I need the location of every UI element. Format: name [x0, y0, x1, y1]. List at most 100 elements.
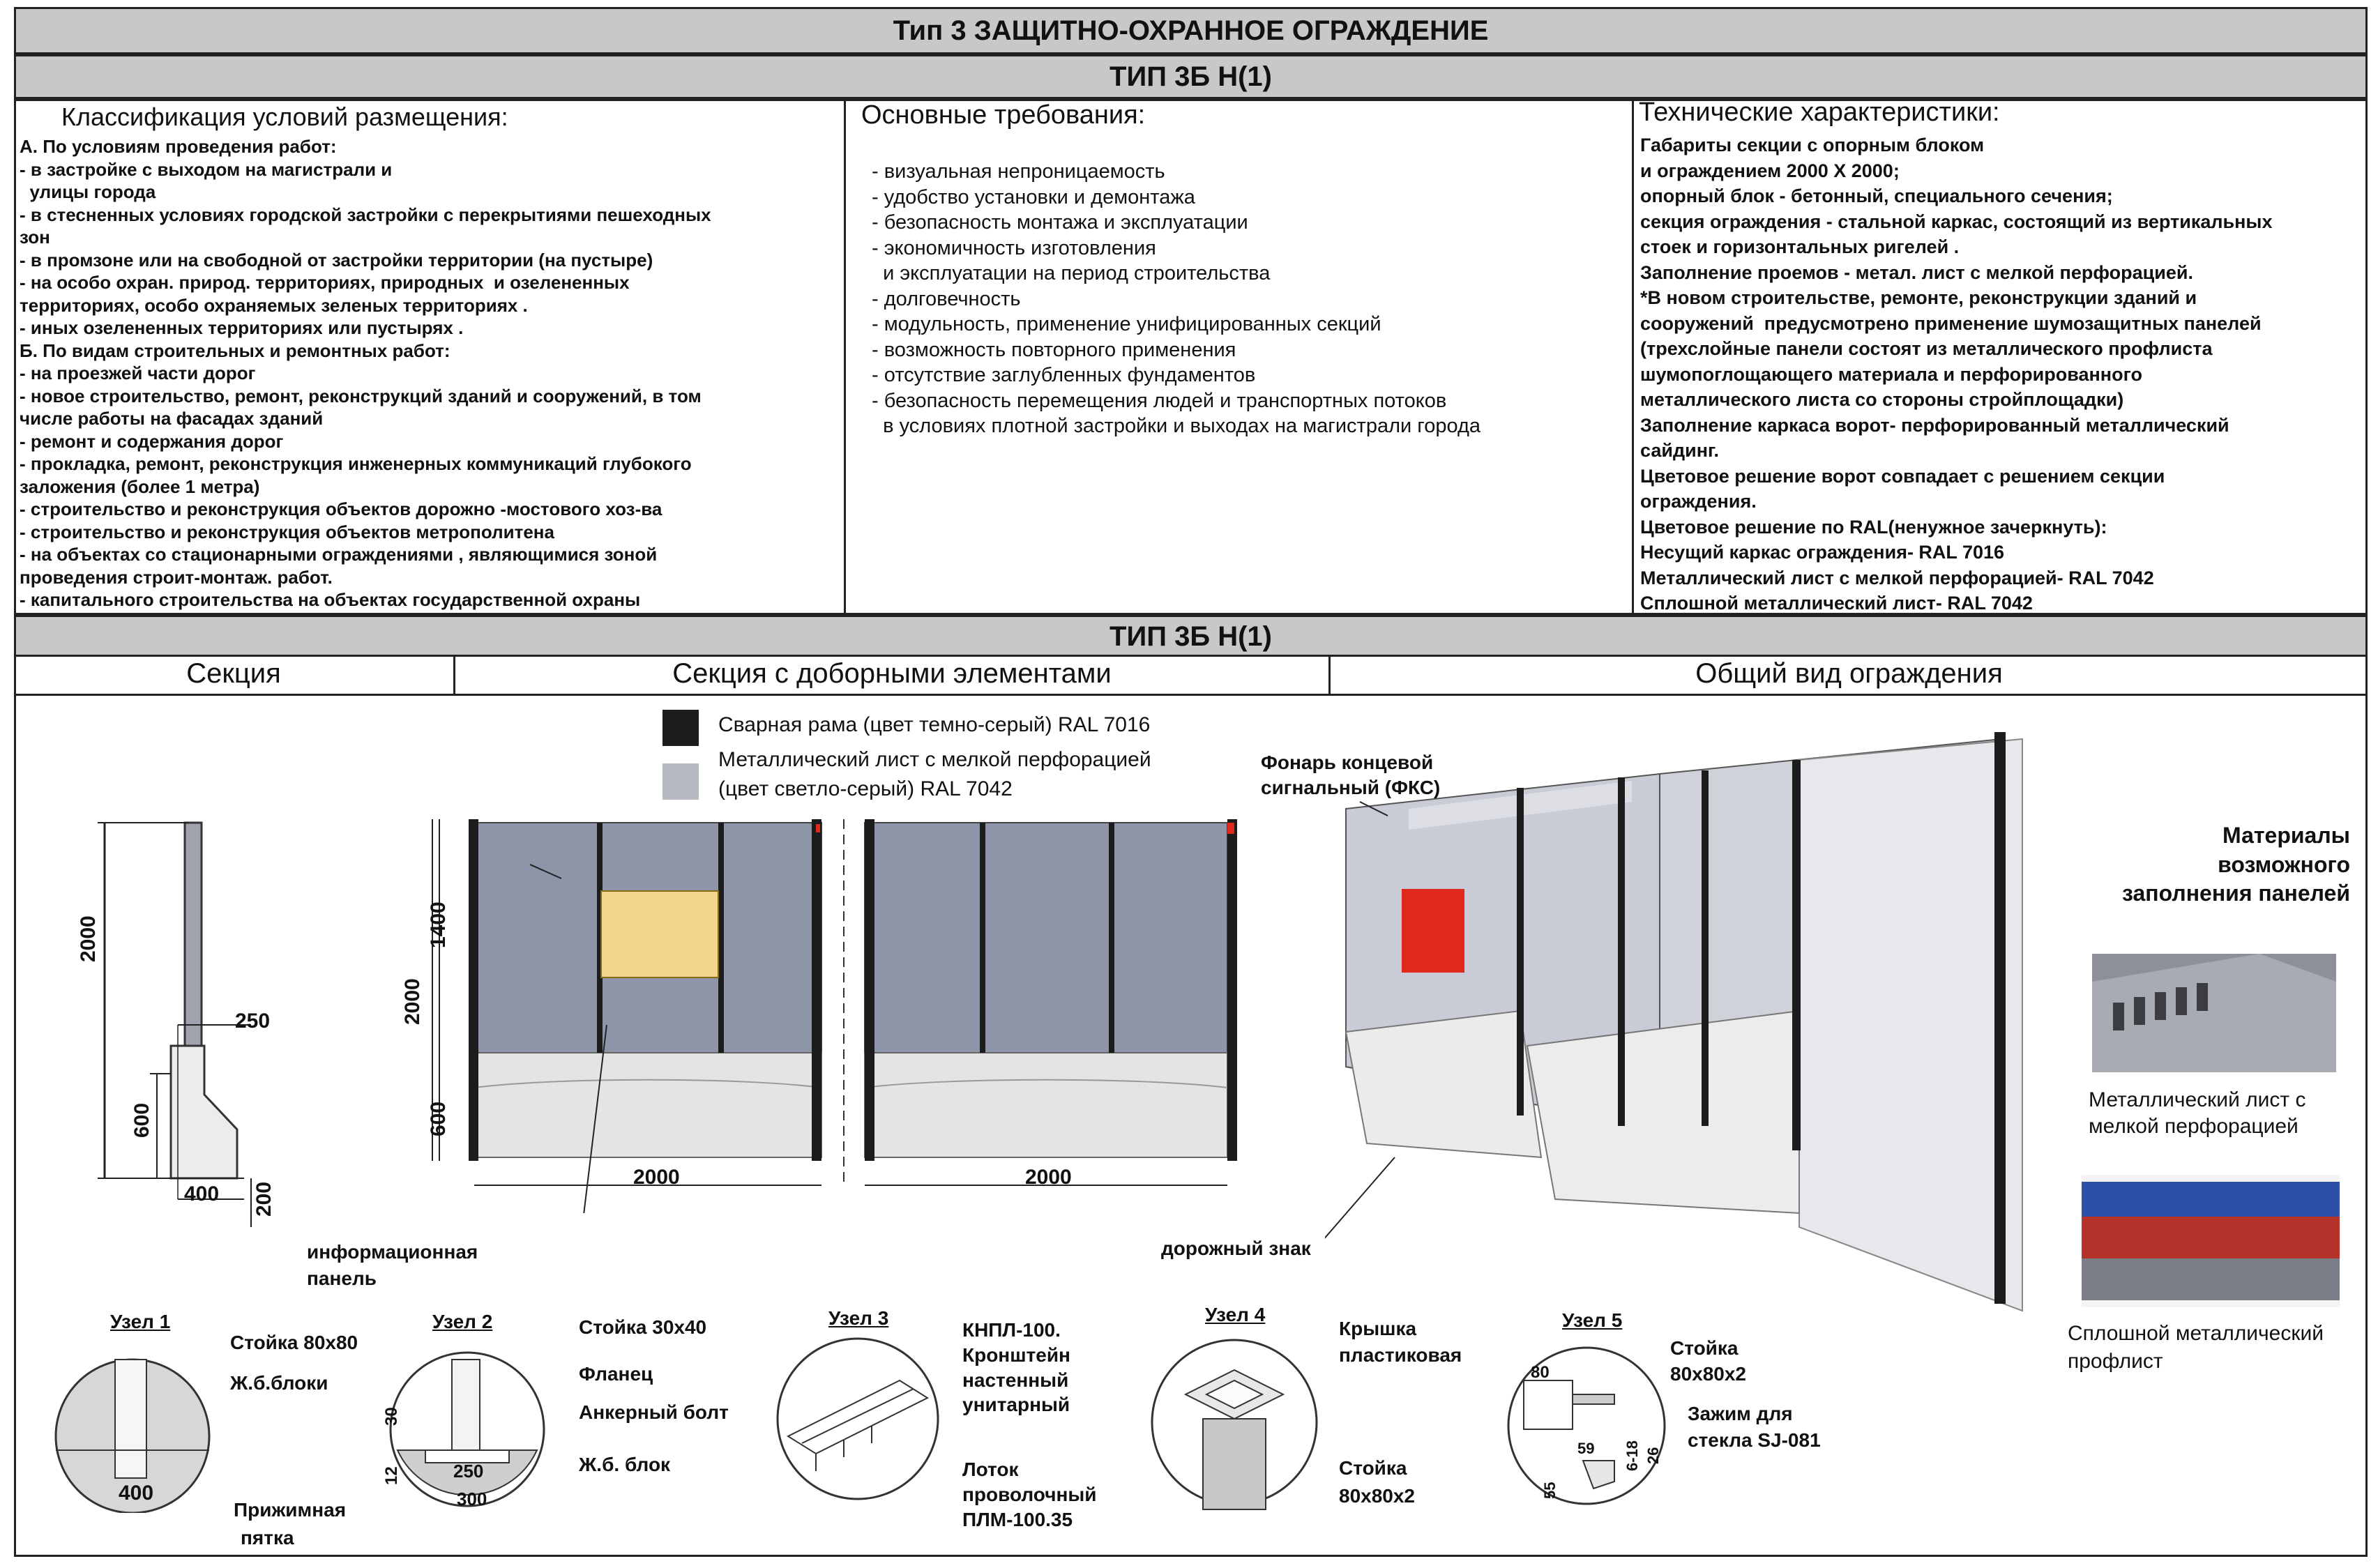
- solid-label-2: профлист: [2068, 1350, 2163, 1373]
- cls-line: - на объектах со стационарными ограждени…: [20, 544, 658, 565]
- node1-heel-2: пятка: [241, 1527, 294, 1548]
- solid-label-1: Сплошной металлический: [2068, 1322, 2324, 1345]
- node2-drawing: [389, 1351, 545, 1507]
- req-line: - модульность, применение унифицированны…: [872, 313, 1381, 335]
- info-panel-label-1: информационная: [307, 1241, 478, 1263]
- cls-line: - в застройке с выходом на магистрали и: [20, 158, 393, 180]
- req-line: - безопасность монтажа и эксплуатации: [872, 211, 1248, 234]
- node1-dim-400: 400: [119, 1482, 154, 1505]
- node5-dim-59: 59: [1577, 1440, 1595, 1457]
- type-subtitle-2: ТИП 3Б Н(1): [14, 615, 2368, 657]
- section-profile-drawing: [98, 821, 252, 1227]
- cls-line: числе работы на фасадах зданий: [20, 408, 324, 429]
- req-line: - безопасность перемещения людей и транс…: [872, 389, 1447, 412]
- node2-block: Ж.б. блок: [579, 1454, 671, 1475]
- section-header: Секция: [186, 658, 281, 689]
- spec-line: металлического листа со стороны стройпло…: [1640, 389, 2124, 410]
- spec-line: сайдинг.: [1640, 440, 1720, 461]
- materials-title-1: Материалы: [2222, 823, 2350, 848]
- spec-line: секция ограждения - стальной каркас, сос…: [1640, 211, 2273, 232]
- header-divider: [1328, 657, 1331, 696]
- materials-title-3: заполнения панелей: [2122, 881, 2350, 906]
- section-extra-header: Секция с доборными элементами: [672, 658, 1112, 689]
- perforated-sheet-photo: [2092, 954, 2336, 1072]
- node3-tray-3: ПЛМ-100.35: [962, 1508, 1073, 1530]
- specs-heading: Технические характеристики:: [1639, 98, 2000, 127]
- node3-bracket-2: Кронштейн: [962, 1344, 1070, 1366]
- node5-clamp-1: Зажим для: [1688, 1403, 1793, 1424]
- cls-line: - в стесненных условиях городской застро…: [20, 204, 711, 225]
- classification-heading: Классификация условий размещения:: [61, 102, 508, 131]
- req-line: - экономичность изготовления: [872, 236, 1156, 259]
- classification-list: А. По условиям проведения работ:- в заст…: [20, 135, 835, 611]
- dim-2000-profile: 2000: [77, 915, 100, 962]
- node5-dim-80: 80: [1531, 1363, 1550, 1382]
- node2-dim-12: 12: [382, 1466, 401, 1485]
- cls-line: зон: [20, 227, 50, 248]
- node3-bracket-4: унитарный: [962, 1394, 1070, 1416]
- node3-tray: Лоток проволочный ПЛМ-100.35: [962, 1457, 1097, 1532]
- node4-post-2: 80х80х2: [1339, 1485, 1416, 1507]
- cls-line: - прокладка, ремонт, реконструкция инжен…: [20, 453, 692, 474]
- node4-cap-2: пластиковая: [1339, 1344, 1462, 1366]
- cls-line: улицы города: [20, 181, 156, 202]
- dim-250: 250: [235, 1010, 271, 1033]
- cls-line: - на проезжей части дорог: [20, 363, 256, 383]
- node2-dim-30: 30: [382, 1407, 401, 1426]
- sheet-title: Тип 3 ЗАЩИТНО-ОХРАННОЕ ОГРАЖДЕНИЕ: [14, 7, 2368, 54]
- spec-line: Несущий каркас ограждения- RAL 7016: [1640, 542, 2005, 563]
- column-divider: [1632, 99, 1634, 615]
- cls-line: А. По условиям проведения работ:: [20, 136, 337, 157]
- cls-line: - на особо охран. природ. территориях, п…: [20, 272, 630, 293]
- node5-title: Узел 5: [1562, 1309, 1623, 1331]
- spec-line: стоек и горизонтальных ригелей .: [1640, 236, 1960, 257]
- info-panel-label-2: панель: [307, 1268, 377, 1289]
- node4-cap-1: Крышка: [1339, 1318, 1417, 1339]
- cls-line: территориях, особо охраняемых зеленых те…: [20, 294, 528, 316]
- info-table: [14, 99, 2368, 615]
- cls-line: - ремонт и содержания дорог: [20, 430, 284, 452]
- legend-frame: Сварная рама (цвет темно-серый) RAL 7016: [718, 713, 1151, 736]
- section-headers: [14, 657, 2368, 696]
- req-line: в условиях плотной застройки и выходах н…: [872, 415, 1481, 437]
- dim-1400: 1400: [427, 901, 450, 948]
- node2-bolt: Анкерный болт: [579, 1401, 729, 1423]
- cls-line: - строительство и реконструкция объектов…: [20, 521, 554, 542]
- road-sign-label: дорожный знак: [1161, 1238, 1311, 1259]
- node1-drawing: [54, 1358, 211, 1513]
- legend-sheet-line2: (цвет светло-серый) RAL 7042: [718, 777, 1013, 800]
- node3-tray-1: Лоток: [962, 1459, 1019, 1480]
- cls-line: - строительство и реконструкция объектов…: [20, 498, 662, 519]
- node1-post: Стойка 80х80: [230, 1332, 358, 1353]
- node2-dim-250: 250: [453, 1461, 484, 1482]
- drawing-frame: [14, 696, 2368, 1557]
- dim-2000-w2: 2000: [1025, 1166, 1072, 1189]
- general-view-drawing: [1325, 732, 2023, 1312]
- spec-line: Заполнение проемов - метал. лист с мелко…: [1640, 261, 2193, 283]
- spec-line: Сплошной металлический лист- RAL 7042: [1640, 593, 2033, 614]
- node3-bracket: КНПЛ-100. Кронштейн настенный унитарный: [962, 1318, 1070, 1417]
- node3-title: Узел 3: [828, 1307, 889, 1329]
- solid-sheet-photo: [2082, 1175, 2340, 1307]
- dim-600-profile: 600: [130, 1102, 153, 1138]
- req-line: и эксплуатации на период строительства: [872, 262, 1271, 284]
- node5-dim-6-18: 6-18: [1623, 1440, 1641, 1471]
- node5-post-1: Стойка: [1670, 1337, 1739, 1359]
- node5-post-2: 80х80х2: [1670, 1363, 1747, 1385]
- legend-sheet-line1: Металлический лист с мелкой перфорацией: [718, 748, 1151, 771]
- cls-line: - капитального строительства на объектах…: [20, 589, 641, 610]
- node2-post: Стойка 30х40: [579, 1316, 707, 1338]
- lamp-label-1: Фонарь концевой: [1261, 752, 1434, 773]
- node2-flange: Фланец: [579, 1363, 653, 1385]
- dim-200-base: 200: [252, 1181, 275, 1217]
- req-line: - отсутствие заглубленных фундаментов: [872, 364, 1256, 386]
- cls-line: - новое строительство, ремонт, реконстру…: [20, 385, 702, 406]
- node3-bracket-3: настенный: [962, 1369, 1069, 1391]
- spec-line: *В новом строительстве, ремонте, реконст…: [1640, 287, 2197, 308]
- node3-drawing: [776, 1337, 939, 1500]
- frame-color-swatch: [662, 710, 699, 746]
- dim-2000-elev: 2000: [401, 978, 424, 1025]
- node5-dim-55: 55: [1541, 1482, 1559, 1499]
- spec-line: ограждения.: [1640, 491, 1757, 512]
